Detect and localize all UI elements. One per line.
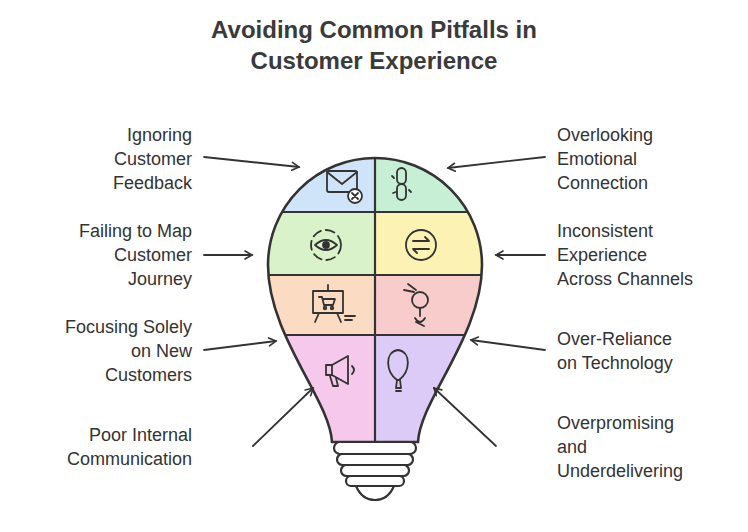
pitfall-label: Inconsistent Experience Across Channels xyxy=(557,219,697,291)
pitfall-label: Failing to Map Customer Journey xyxy=(60,219,192,291)
bulb-base xyxy=(334,442,416,500)
diagram-title-box: Avoiding Common Pitfalls in Customer Exp… xyxy=(0,14,748,76)
bulb-segments xyxy=(260,150,490,445)
segment-icons xyxy=(311,168,436,391)
pitfall-label: Poor Internal Communication xyxy=(65,423,192,471)
diagram-title: Avoiding Common Pitfalls in Customer Exp… xyxy=(174,14,574,76)
leader-lines xyxy=(204,157,545,446)
pitfall-label: Overlooking Emotional Connection xyxy=(557,123,669,195)
pitfall-label: Ignoring Customer Feedback xyxy=(70,123,192,195)
pitfall-label: Overpromising and Underdelivering xyxy=(557,411,689,483)
pitfall-label: Focusing Solely on New Customers xyxy=(55,315,192,387)
pitfall-label: Over-Reliance on Technology xyxy=(557,327,679,375)
